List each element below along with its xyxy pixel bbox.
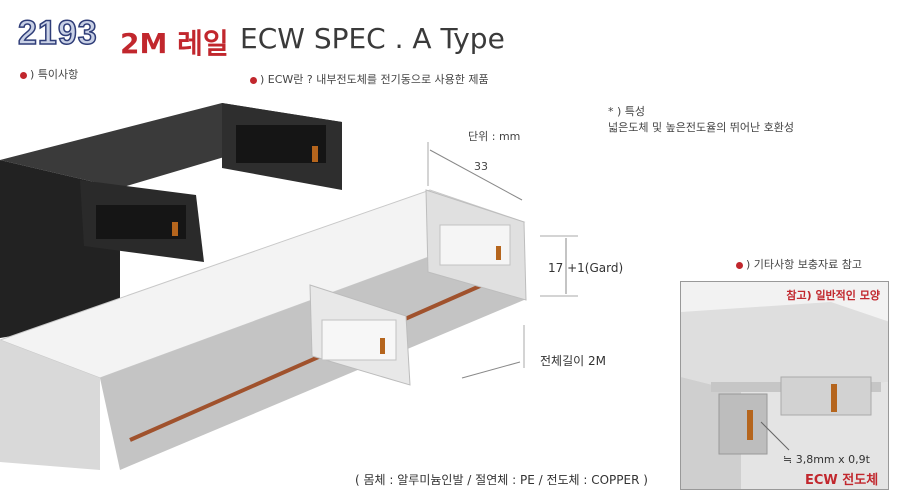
ecw-description: ) ECW란 ? 내부전도체를 전기동으로 사용한 제품: [250, 71, 489, 87]
reference-supplement-text: ) 기타사항 보충자료 참고: [746, 258, 862, 271]
white-rail-side: [0, 340, 100, 470]
reference-note: 참고) 일반적인 모양: [786, 289, 880, 302]
unit-label: 단위 : mm: [468, 130, 521, 143]
black-rail-conductor-rear: [312, 146, 318, 162]
conductor-label: ECW 전도체: [805, 473, 879, 488]
width-arrow: [429, 149, 523, 201]
reference-conductor-right: [831, 384, 837, 412]
reference-inset: 참고) 일반적인 모양 ≒ 3,8mm x 0,9t ECW 전도체: [680, 281, 889, 490]
black-rail-conductor-front: [172, 222, 178, 236]
feature-label-text: ) 특이사항: [30, 68, 79, 81]
total-length: 전체길이 2M: [540, 354, 606, 368]
reference-rail-photo: [681, 302, 888, 489]
ecw-description-text: ) ECW란 ? 내부전도체를 전기동으로 사용한 제품: [260, 73, 489, 86]
conductor-size: ≒ 3,8mm x 0,9t: [783, 453, 870, 466]
white-rail-end-conductor: [496, 246, 501, 260]
feature-label: ) 특이사항: [20, 66, 78, 82]
bullet-icon: [20, 71, 27, 79]
model-number: 2193: [17, 13, 98, 53]
special-description: 넓은도체 및 높은전도율의 뛰어난 호환성: [608, 121, 795, 134]
reference-conductor-left: [747, 410, 753, 440]
bullet-icon: [736, 261, 743, 269]
materials-spec: ( 몸체 : 알루미늄인발 / 절연체 : PE / 전도체 : COPPER …: [355, 473, 648, 487]
title-spec: ECW SPEC . A Type: [240, 22, 505, 55]
width-dimension: 33: [474, 160, 488, 173]
height-dimension: 17 +1(Gard): [548, 261, 624, 275]
title-length: 2M 레일: [120, 27, 229, 60]
special-title: * ) 특성: [608, 105, 646, 118]
length-arrow: [461, 361, 521, 379]
reference-supplement-label: ) 기타사항 보충자료 참고: [736, 256, 862, 272]
bullet-icon: [250, 76, 257, 84]
black-rail-channel-front: [96, 205, 186, 239]
white-rail-front-conductor: [380, 338, 385, 354]
black-rail-channel-rear: [236, 125, 326, 163]
